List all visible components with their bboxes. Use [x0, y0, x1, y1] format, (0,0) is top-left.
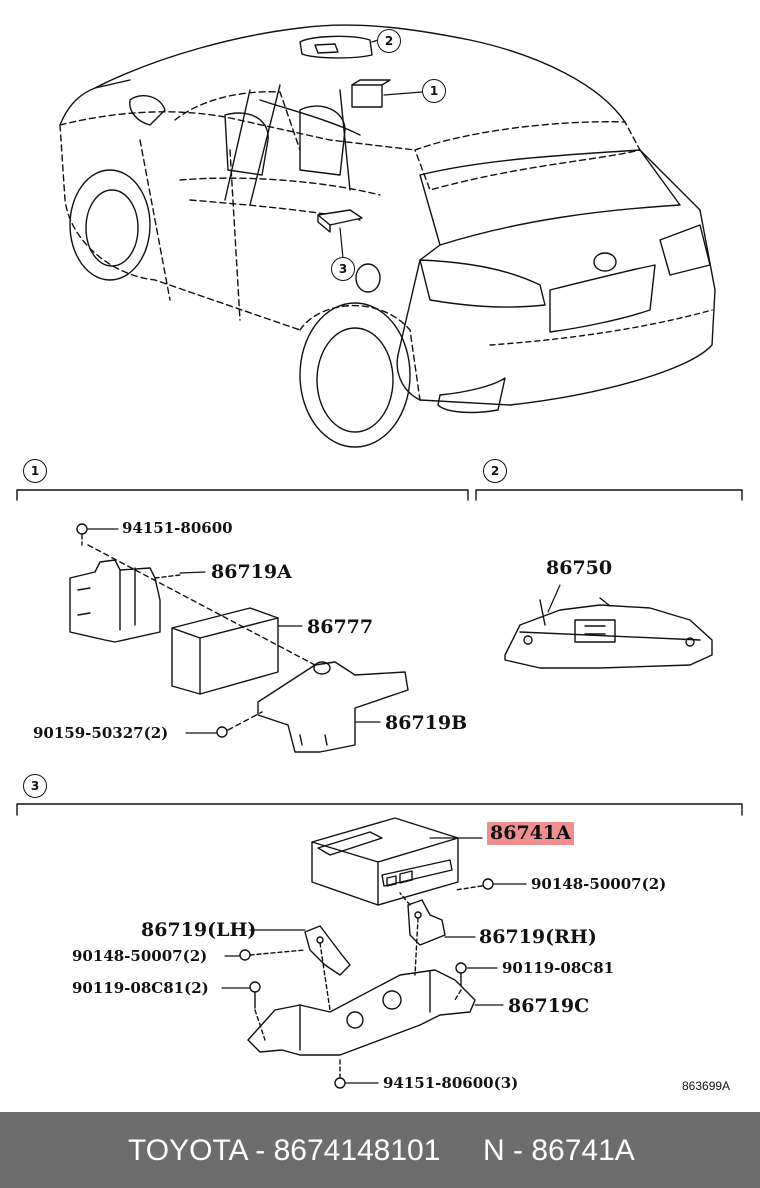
- part-86719-lh: 86719(LH): [141, 919, 257, 941]
- part-86750: 86750: [546, 557, 613, 579]
- section-3-parts: [221, 817, 527, 1089]
- footer-reference-number: N - 86741A: [483, 1134, 635, 1167]
- part-86719B: 86719B: [385, 712, 468, 734]
- section-2-parts: [504, 584, 713, 669]
- illustration-code: 863699A: [682, 1079, 731, 1093]
- section-rules: [16, 489, 743, 816]
- section-2-number: 2: [483, 459, 507, 483]
- part-94151-80600: 94151-80600: [122, 519, 233, 537]
- part-90119-08C81-left: 90119-08C81(2): [72, 979, 209, 997]
- part-94151-80600-3: 94151-80600(3): [383, 1074, 519, 1092]
- callout-2: 2: [377, 29, 401, 53]
- part-86719-rh: 86719(RH): [479, 926, 597, 948]
- section-1-parts: [69, 523, 409, 753]
- callout-1: 1: [422, 79, 446, 103]
- parts-diagram: [16, 24, 743, 1089]
- part-86741A-highlighted[interactable]: 86741A: [487, 822, 574, 845]
- part-90159-50327: 90159-50327(2): [33, 724, 169, 742]
- part-90148-50007-left: 90148-50007(2): [72, 947, 208, 965]
- part-86719A: 86719A: [211, 561, 292, 583]
- section-1-number: 1: [23, 459, 47, 483]
- part-86777: 86777: [307, 616, 374, 638]
- section-3-number: 3: [23, 774, 47, 798]
- footer-bar: TOYOTA - 8674148101 N - 86741A: [0, 1112, 760, 1188]
- part-90119-08C81-right: 90119-08C81: [502, 959, 615, 977]
- callout-3: 3: [331, 257, 355, 281]
- car-illustration: [59, 24, 716, 448]
- footer-brand-part-number: TOYOTA - 8674148101: [128, 1134, 441, 1167]
- part-90148-50007-right: 90148-50007(2): [531, 875, 667, 893]
- part-86719C: 86719C: [508, 995, 590, 1017]
